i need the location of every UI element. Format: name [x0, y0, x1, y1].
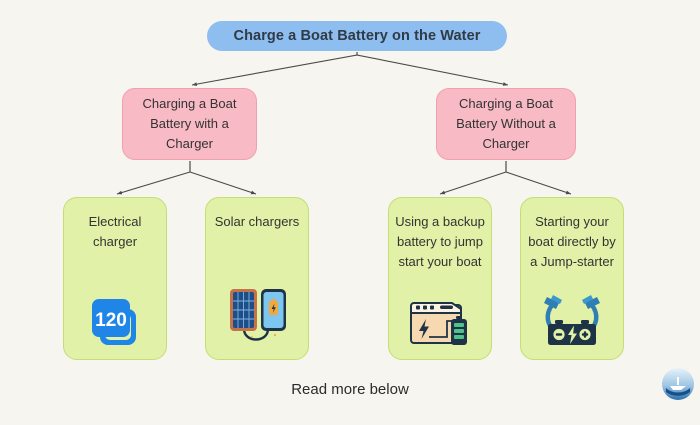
solar-panel-phone-icon	[230, 289, 286, 341]
power-station-battery-icon	[410, 302, 467, 345]
icon-container: 120	[64, 295, 166, 347]
icon-container	[389, 295, 491, 347]
connector-title-to-without-charger	[356, 52, 509, 86]
node-electrical-charger[interactable]: Electrical charger 120	[63, 197, 167, 360]
icon-container	[206, 285, 308, 347]
node-charging-with-charger[interactable]: Charging a Boat Battery with a Charger	[122, 88, 257, 160]
node-label: Solar chargers	[214, 214, 300, 229]
jumper-cables-battery-icon	[544, 295, 600, 345]
plug-120-icon: 120	[92, 299, 136, 345]
diagram-title-label: Charge a Boat Battery on the Water	[233, 28, 481, 44]
node-label: Charging a Boat Battery Without a Charge…	[456, 96, 556, 151]
connector-without-charger-to-jumpstarter	[505, 161, 572, 195]
node-charging-without-charger[interactable]: Charging a Boat Battery Without a Charge…	[436, 88, 576, 160]
connector-with-charger-to-electrical	[116, 161, 191, 195]
node-backup-battery[interactable]: Using a backup battery to jump start you…	[388, 197, 492, 360]
node-jump-starter[interactable]: Starting your boat directly by a Jump-st…	[520, 197, 624, 360]
diagram-title-node[interactable]: Charge a Boat Battery on the Water	[207, 21, 507, 51]
node-label: Starting your boat directly by a Jump-st…	[528, 214, 616, 269]
connector-with-charger-to-solar	[189, 161, 257, 195]
node-solar-chargers[interactable]: Solar chargers	[205, 197, 309, 360]
icon-container	[521, 293, 623, 347]
connector-without-charger-to-backup	[439, 161, 507, 195]
node-label: Using a backup battery to jump start you…	[395, 214, 485, 269]
boat-wave-logo	[662, 368, 694, 400]
read-more-note: Read more below	[291, 381, 409, 398]
node-label: Charging a Boat Battery with a Charger	[142, 96, 237, 151]
connector-title-to-with-charger	[191, 52, 358, 87]
node-label: Electrical charger	[88, 214, 142, 249]
plug-120-label: 120	[95, 310, 127, 331]
